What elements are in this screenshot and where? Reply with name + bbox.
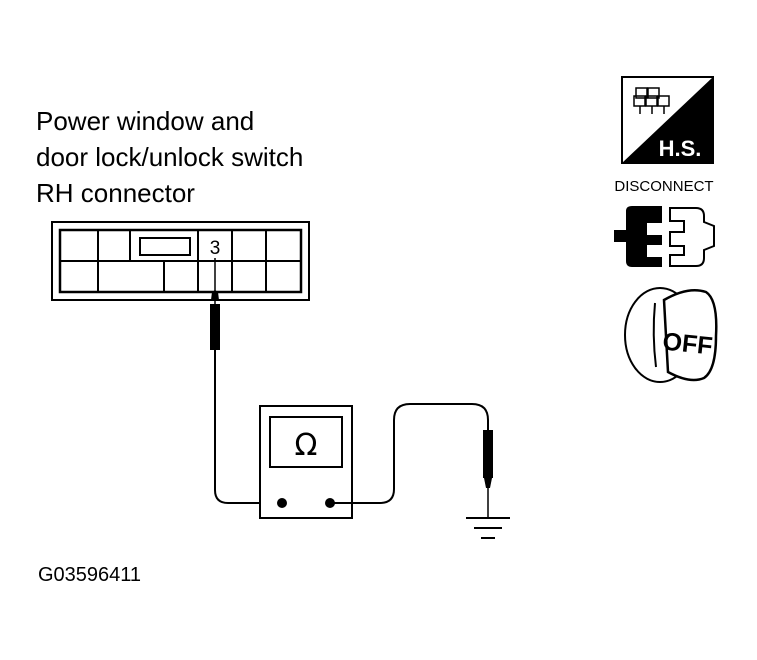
probe-ground-side [330,403,493,517]
harness-connector-icon: H.S. [621,76,714,164]
ignition-off-label: OFF [661,327,714,360]
ground-symbol [466,517,510,539]
disconnect-icon: DISCONNECT [614,178,715,267]
ohmmeter: Ω [259,405,353,519]
disconnect-label: DISCONNECT [614,178,713,195]
pin-number-label: 3 [210,238,221,259]
diagram-title-line-2: door lock/unlock switch [36,142,304,172]
diagram-title-line-1: Power window and [36,106,255,136]
ignition-off-icon: OFF [624,287,718,383]
figure-id: G03596411 [38,564,142,586]
diagram-title-line-3: RH connector [36,178,195,208]
rh-connector: 3 [51,221,310,301]
ohm-symbol: Ω [295,428,318,463]
probe-connector-side [210,258,282,504]
harness-label: H.S. [659,136,702,161]
